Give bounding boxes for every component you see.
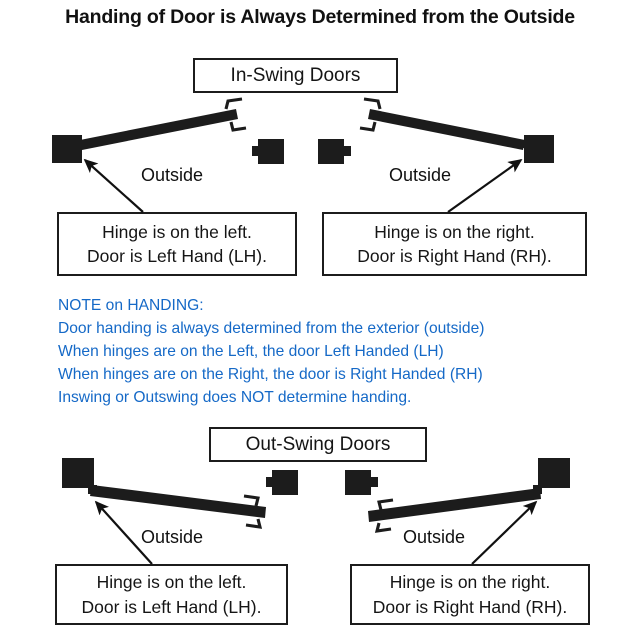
outside-label-inswing-right: Outside	[389, 165, 452, 185]
callout-inswing-left-line2: Door is Left Hand (LH).	[87, 246, 267, 266]
strike-block-icon	[252, 139, 284, 164]
callout-inswing-right-line2: Door is Right Hand (RH).	[357, 246, 552, 266]
callout-outswing-left: Hinge is on the left. Door is Left Hand …	[55, 564, 288, 625]
strike-block-icon	[345, 470, 378, 495]
outside-label-outswing-right: Outside	[403, 527, 466, 547]
callout-outswing-right: Hinge is on the right. Door is Right Han…	[350, 564, 590, 625]
door-leaf-icon	[80, 109, 238, 150]
door-leaf-icon	[368, 109, 525, 150]
outside-label-outswing-left: Outside	[141, 527, 204, 547]
door-leaf-icon	[368, 488, 541, 522]
handing-note-line3: When hinges are on the Right, the door i…	[58, 365, 483, 383]
callout-outswing-right-line2: Door is Right Hand (RH).	[372, 596, 568, 617]
hinge-block-icon	[62, 458, 97, 494]
hinge-block-icon	[533, 458, 570, 494]
callout-outswing-right-line1: Hinge is on the right.	[389, 572, 551, 593]
callout-outswing-left-line2: Door is Left Hand (LH).	[81, 596, 262, 617]
arrow-pointer-icon	[83, 158, 144, 213]
lever-handle-icon	[224, 97, 247, 132]
section-header-in-swing-label: In-Swing Doors	[230, 64, 361, 86]
page-title: Handing of Door is Always Determined fro…	[65, 6, 575, 28]
door-inswing-right	[318, 97, 554, 213]
door-outswing-left	[62, 458, 298, 565]
callout-inswing-right: Hinge is on the right. Door is Right Han…	[322, 212, 587, 276]
lever-handle-icon	[359, 97, 382, 132]
door-inswing-left	[52, 97, 284, 213]
door-leaf-icon	[90, 485, 266, 518]
lever-handle-icon	[243, 494, 263, 529]
callout-inswing-right-line1: Hinge is on the right.	[374, 221, 535, 242]
callout-inswing-left-line1: Hinge is on the left.	[102, 221, 252, 242]
hinge-block-icon	[518, 135, 554, 163]
callout-outswing-left-line1: Hinge is on the left.	[96, 572, 247, 593]
arrow-pointer-icon	[447, 158, 523, 213]
lever-handle-icon	[374, 498, 394, 533]
section-header-in-swing: In-Swing Doors	[193, 58, 398, 93]
handing-note: NOTE on HANDING: Door handing is always …	[58, 295, 484, 410]
arrow-pointer-icon	[471, 500, 538, 565]
handing-note-line1: Door handing is always determined from t…	[58, 319, 485, 337]
handing-note-line4: Inswing or Outswing does NOT determine h…	[58, 388, 412, 406]
section-header-out-swing-label: Out-Swing Doors	[245, 433, 391, 455]
handing-note-heading: NOTE on HANDING:	[58, 297, 204, 314]
strike-block-icon	[266, 470, 298, 495]
strike-block-icon	[318, 139, 351, 164]
door-outswing-right	[345, 458, 570, 565]
section-header-out-swing: Out-Swing Doors	[209, 427, 427, 462]
callout-inswing-left: Hinge is on the left. Door is Left Hand …	[57, 212, 297, 276]
hinge-block-icon	[52, 135, 84, 163]
handing-note-line2: When hinges are on the Left, the door Le…	[58, 342, 444, 360]
outside-label-inswing-left: Outside	[141, 165, 204, 185]
